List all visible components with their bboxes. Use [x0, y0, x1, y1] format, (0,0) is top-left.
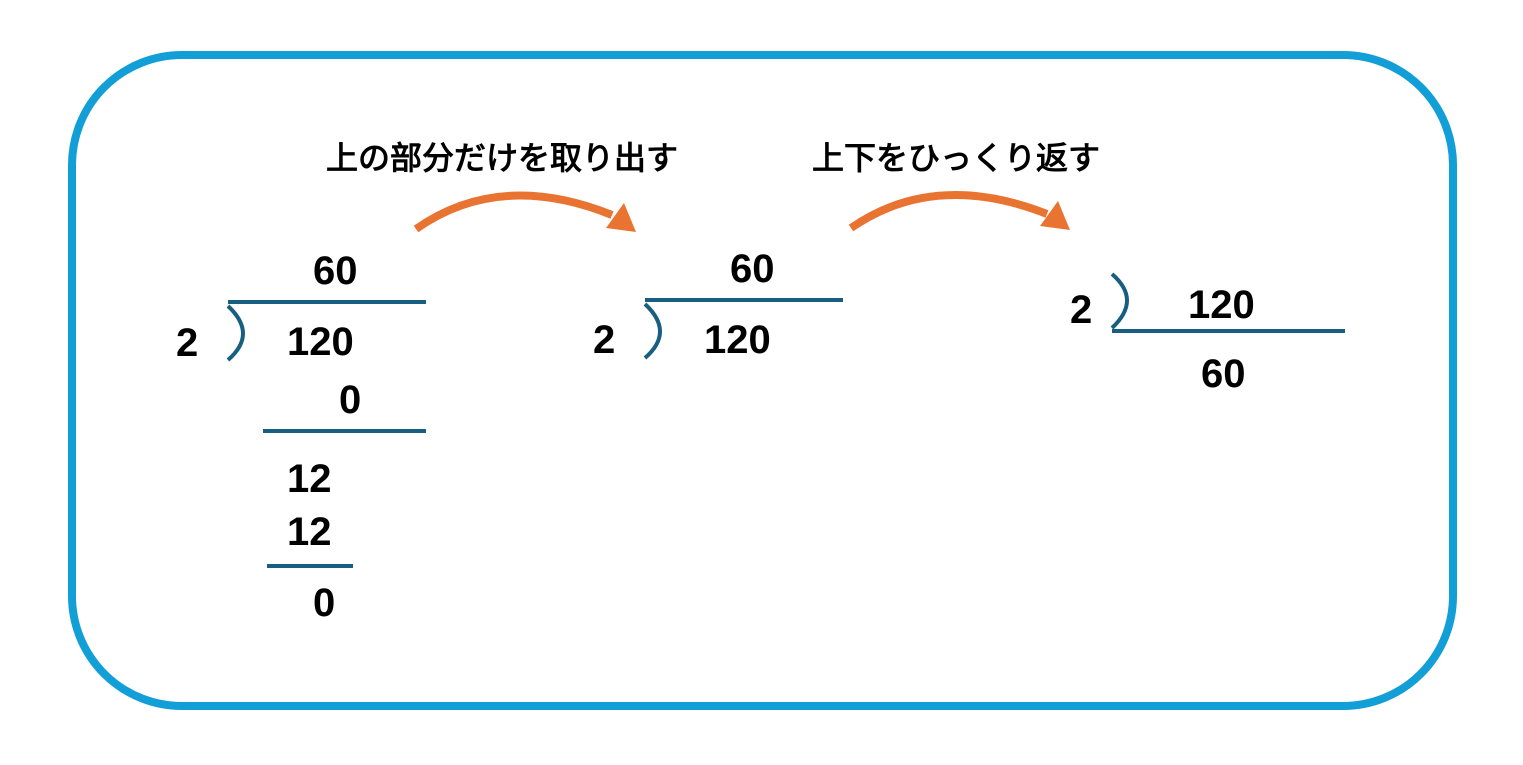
dividend: 120 [287, 320, 354, 364]
step1-label: 上の部分だけを取り出す [326, 139, 678, 177]
panel-top-part: 60 2 120 [593, 247, 843, 362]
remainder: 0 [313, 581, 335, 625]
divisor: 2 [176, 321, 198, 365]
divisor: 2 [1070, 288, 1092, 332]
divisor: 2 [593, 318, 615, 362]
division-bracket [643, 302, 662, 360]
division-bracket [1110, 272, 1129, 330]
dividend: 120 [1188, 283, 1255, 327]
quotient: 60 [730, 247, 775, 291]
quotient: 60 [313, 249, 358, 293]
curved-arrow-icon [413, 191, 636, 233]
quotient: 60 [1201, 352, 1246, 396]
dividend: 120 [704, 318, 771, 362]
curved-arrow-icon [848, 191, 1070, 232]
outer-frame [68, 51, 1457, 710]
panel-full-division: 60 2 120 0 12 12 0 [176, 249, 426, 625]
division-bracket [226, 304, 245, 362]
step-value: 0 [339, 378, 361, 422]
panel-flipped: 2 120 60 [1070, 272, 1345, 396]
step-value: 12 [287, 510, 332, 554]
step-value: 12 [287, 457, 332, 501]
step2-label: 上下をひっくり返す [812, 139, 1100, 177]
